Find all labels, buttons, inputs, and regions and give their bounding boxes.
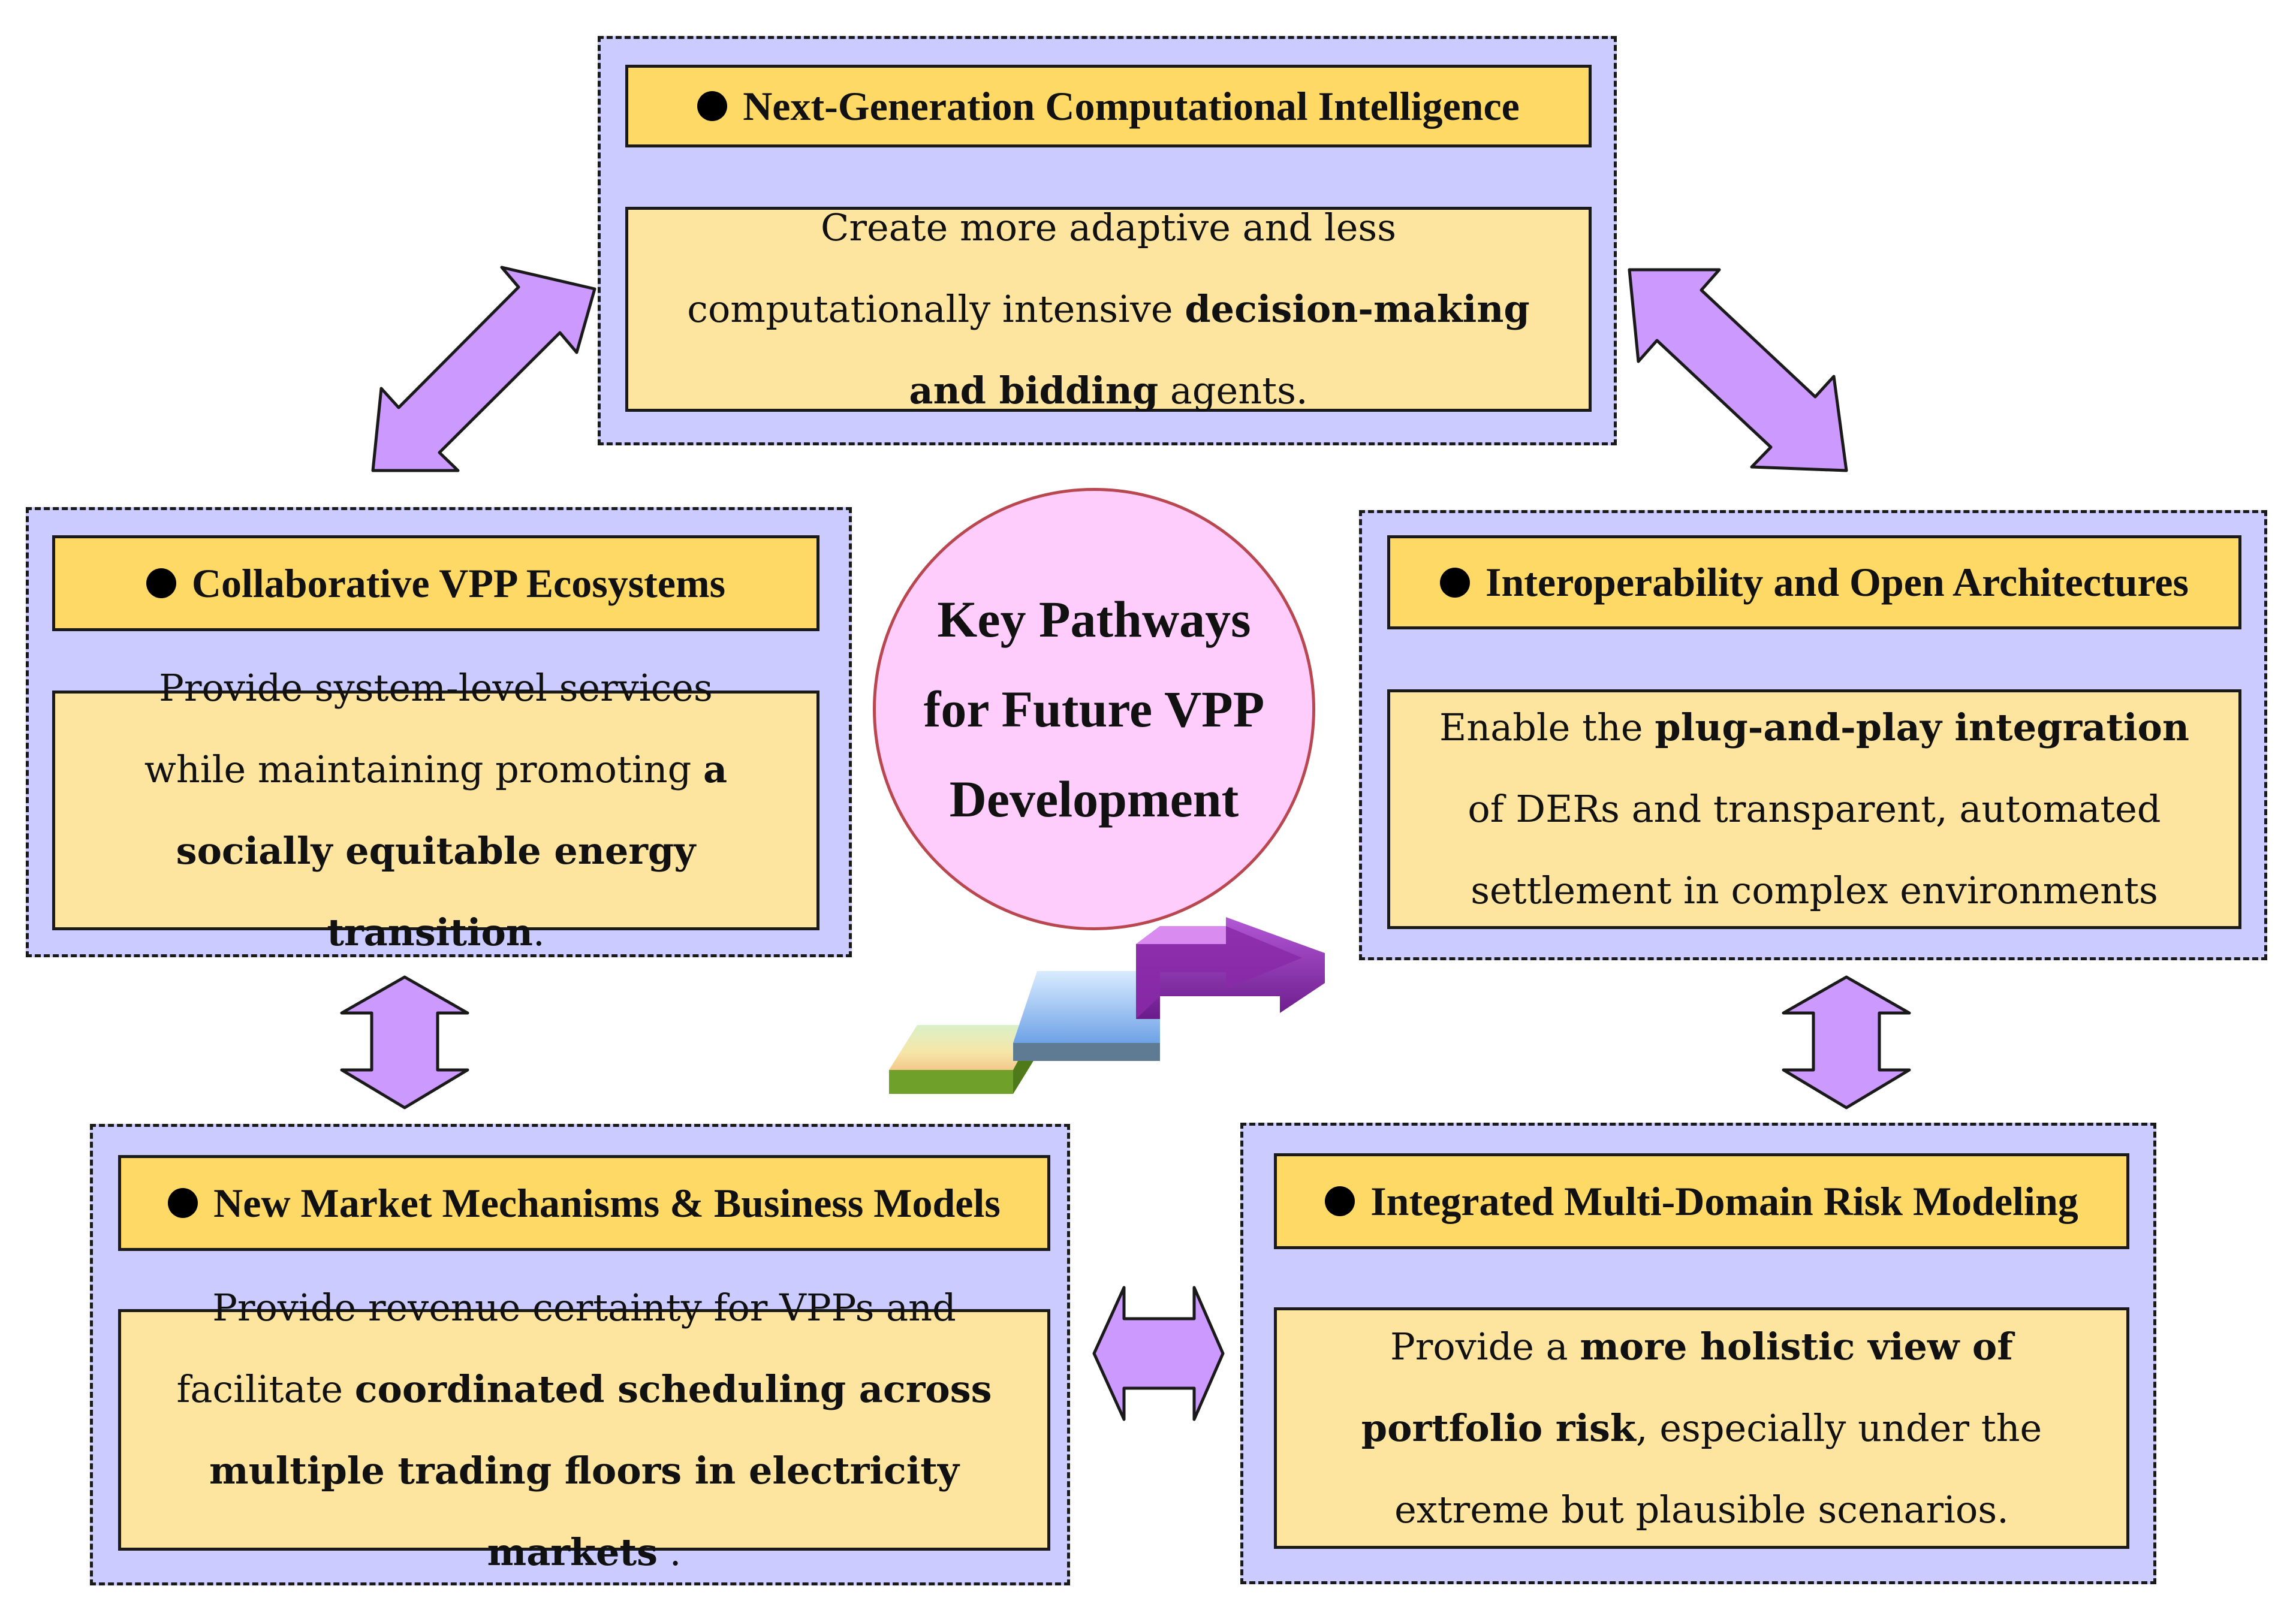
body-text-end: of DERs and transparent, automated settl… — [1468, 787, 2161, 912]
body-bold-text: a socially equitable energy transition — [176, 747, 728, 954]
bullet-icon — [168, 1188, 198, 1218]
bullet-icon — [1325, 1186, 1355, 1216]
body-interoperability: Enable the plug-and-play integration of … — [1387, 689, 2241, 929]
body-bold-text: coordinated scheduling across multiple t… — [209, 1367, 992, 1574]
body-collaborative-ecosystems: Provide system-level services while main… — [52, 666, 819, 954]
double-arrow-top-right — [1628, 268, 1848, 472]
body-text: Create more adaptive and less computatio… — [687, 206, 1397, 331]
title-market-mechanisms: New Market Mechanisms & Business Models — [213, 1180, 1001, 1226]
double-arrow-right-vertical — [1782, 975, 1911, 1109]
header-market-mechanisms: New Market Mechanisms & Business Models — [118, 1155, 1050, 1251]
body-text-end: . — [657, 1530, 682, 1574]
title-collaborative-ecosystems: Collaborative VPP Ecosystems — [191, 560, 726, 606]
body-text: Provide a — [1390, 1324, 1580, 1368]
bullet-icon — [1440, 567, 1470, 598]
double-arrow-left-vertical — [340, 975, 469, 1109]
steps-graphic — [889, 917, 1325, 1094]
body-market-mechanisms: Provide revenue certainty for VPPs and f… — [118, 1286, 1050, 1574]
body-risk-modeling: Provide a more holistic view of portfoli… — [1274, 1307, 2129, 1549]
body-computational-intelligence: Create more adaptive and less computatio… — [625, 206, 1592, 412]
double-arrow-top-left — [371, 266, 596, 472]
header-interoperability: Interoperability and Open Architectures — [1387, 535, 2241, 629]
title-computational-intelligence: Next-Generation Computational Intelligen… — [743, 83, 1520, 129]
center-title-line-1: Key Pathways — [937, 590, 1251, 648]
body-text-end: agents. — [1158, 369, 1308, 412]
header-computational-intelligence: Next-Generation Computational Intelligen… — [625, 65, 1592, 147]
title-interoperability: Interoperability and Open Architectures — [1486, 559, 2189, 605]
title-risk-modeling: Integrated Multi-Domain Risk Modeling — [1370, 1178, 2078, 1224]
body-bold-text: plug-and-play integration — [1655, 706, 2189, 749]
body-text-end: , especially under the extreme but plaus… — [1394, 1406, 2042, 1531]
header-risk-modeling: Integrated Multi-Domain Risk Modeling — [1274, 1153, 2129, 1249]
body-text: Enable the — [1439, 706, 1655, 749]
body-text: Provide revenue certainty for VPPs and f… — [176, 1285, 956, 1411]
double-arrow-bottom-horizontal — [1092, 1286, 1225, 1421]
body-text-end: . — [532, 910, 545, 954]
body-bold-text: more holistic view of portfolio risk — [1361, 1324, 2013, 1450]
header-collaborative-ecosystems: Collaborative VPP Ecosystems — [52, 535, 819, 631]
bullet-icon — [697, 91, 728, 121]
bullet-icon — [146, 568, 176, 598]
body-bold-text: decision-making and bidding — [909, 287, 1530, 412]
center-title-circle: Key Pathways for Future VPP Development — [873, 488, 1315, 930]
body-text: Provide system-level services while main… — [144, 666, 713, 791]
center-title-line-3: Development — [949, 770, 1239, 828]
center-title-line-2: for Future VPP — [923, 680, 1265, 738]
